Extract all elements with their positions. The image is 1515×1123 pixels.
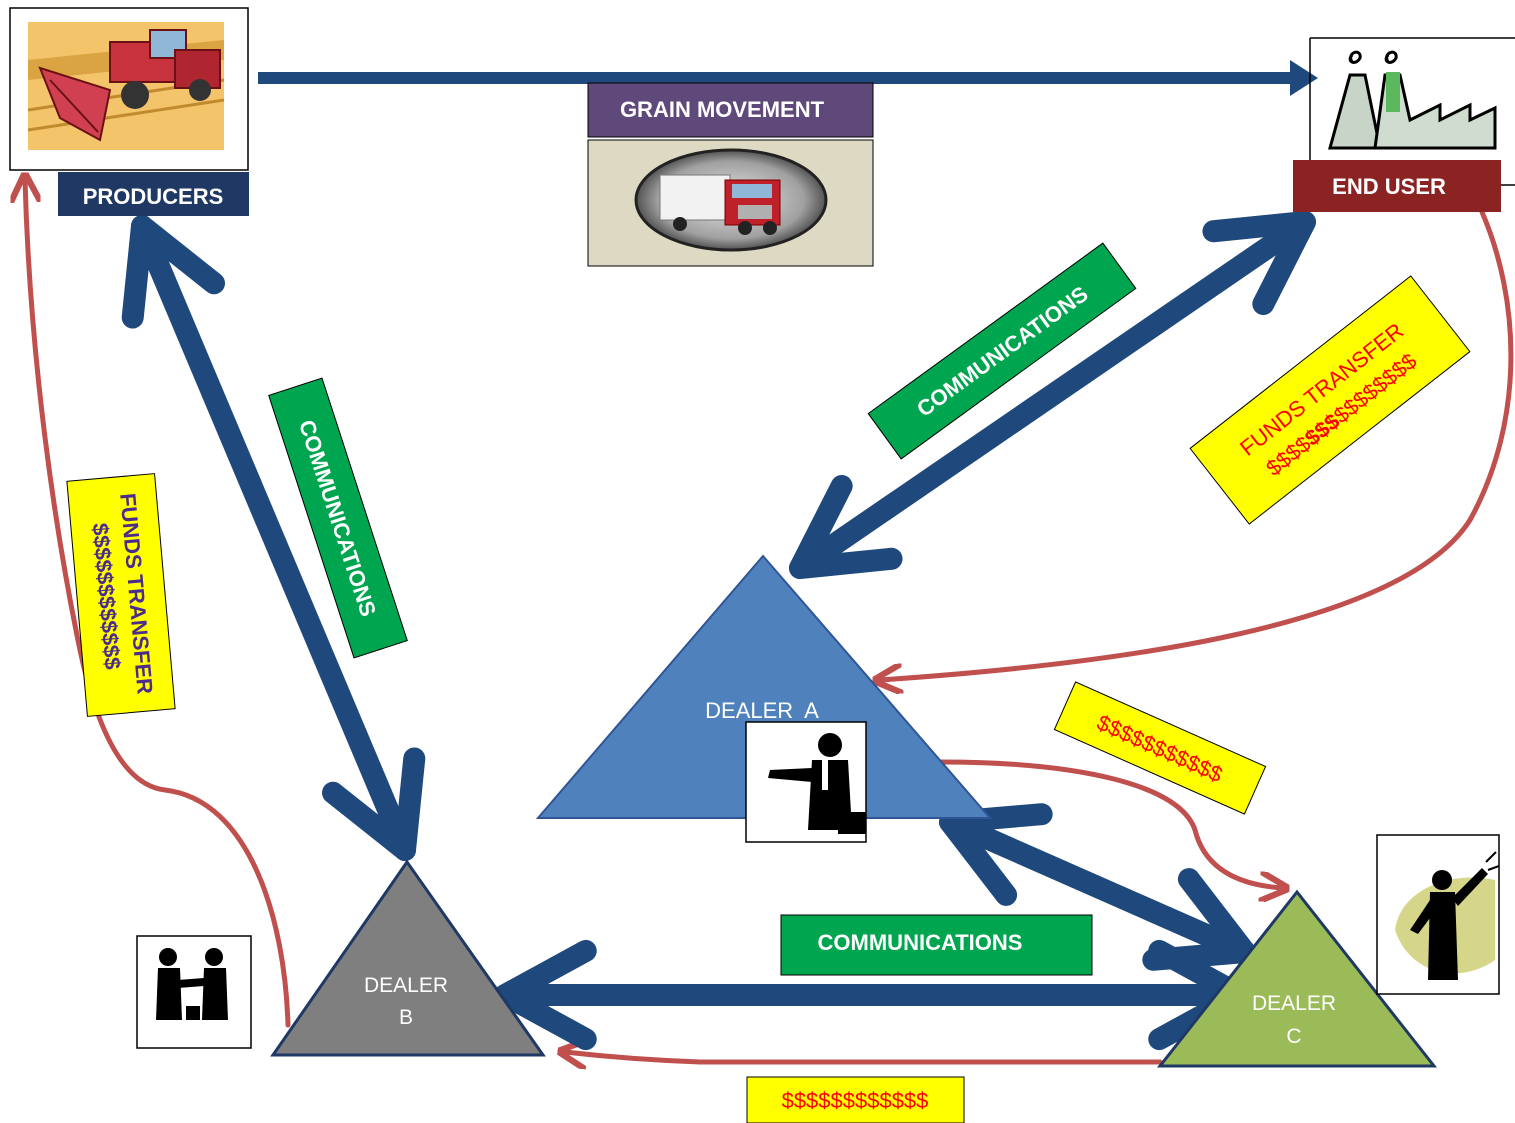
arrow-shaft [789, 211, 1316, 579]
arrow-head [1202, 211, 1316, 316]
factory-icon [1328, 50, 1497, 150]
businessman-icon [768, 733, 866, 834]
dealer-b-label-line2: B [399, 1006, 413, 1029]
funds-amount: $$$$$$$$$$$$ [782, 1088, 929, 1113]
grain-movement-node: GRAIN MOVEMENT [587, 82, 874, 267]
arrow-shaft [939, 811, 1256, 963]
communications-label-dealer-b-dealer-c: COMMUNICATIONS [780, 914, 1093, 976]
comm-arrow-enduser-dealer-a [789, 211, 1316, 579]
funds-label-left: FUNDS TRANSFER $$$$$$$$$$$$ [66, 473, 176, 717]
comm-arrow-producers-dealer-b [121, 215, 426, 861]
dealer-c-node: DEALER C [1156, 834, 1500, 1068]
handshake-icon [156, 948, 228, 1020]
dealer-a-label: DEALER A [705, 698, 819, 723]
arrow-head [939, 803, 1053, 906]
producers-node: PRODUCERS [9, 7, 249, 216]
end-user-label: END USER [1332, 174, 1446, 199]
funds-line-enduser-to-dealera [880, 209, 1514, 680]
communications-label-producers-dealer-b: COMMUNICATIONS [268, 377, 408, 659]
dealer-b-node: DEALER B [136, 859, 546, 1057]
truck-icon [634, 148, 828, 252]
grain-movement-arrow [258, 60, 1318, 96]
end-user-node: END USER [1293, 37, 1515, 212]
dealer-c-label-line1: DEALER [1252, 992, 1336, 1015]
harvester-icon [27, 22, 225, 150]
funds-label-right: FUNDS TRANSFER $$$$$$$$$$$$$$$ [1189, 275, 1471, 525]
arrow-head [494, 939, 597, 1051]
megaphone-man-icon [1395, 851, 1500, 980]
arrow-shaft [131, 215, 416, 861]
grain-movement-label: GRAIN MOVEMENT [620, 97, 825, 122]
arrow-head [121, 215, 226, 329]
funds-line-dealerc-to-dealerb [565, 1052, 1163, 1062]
funds-line-dealerb-to-producers [25, 180, 291, 1028]
dealer-a-node: DEALER A [535, 554, 993, 843]
arrow-head [321, 747, 426, 861]
funds-label-bottom: $$$$$$$$$$$$ [746, 1076, 965, 1123]
funds-flow-lines [25, 180, 1514, 1062]
dealer-b-label-line1: DEALER [364, 974, 448, 997]
arrow-head [789, 474, 903, 579]
dealer-c-label-line2: C [1286, 1025, 1301, 1048]
funds-line-dealera-to-dealerc [937, 759, 1282, 888]
communications-text: COMMUNICATIONS [912, 281, 1092, 422]
communications-text: COMMUNICATIONS [818, 930, 1023, 955]
producers-label: PRODUCERS [83, 184, 224, 209]
